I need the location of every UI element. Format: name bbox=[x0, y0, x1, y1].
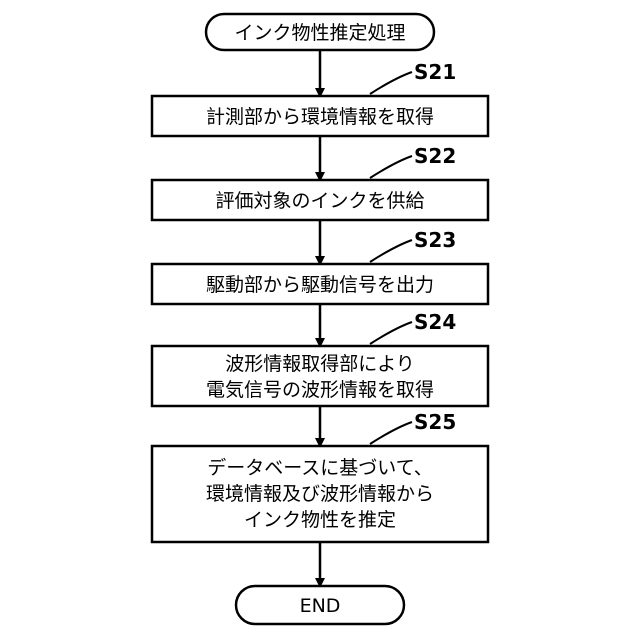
step-s23-leader bbox=[370, 240, 412, 262]
step-s21-text: 計測部から環境情報を取得 bbox=[206, 106, 434, 128]
end-label: END bbox=[300, 595, 341, 617]
step-s25-leader bbox=[370, 422, 412, 444]
step-s24-text-line2: 電気信号の波形情報を取得 bbox=[206, 379, 434, 401]
start-terminal: インク物性推定処理 bbox=[206, 14, 434, 50]
step-s24-text-line1: 波形情報取得部により bbox=[225, 353, 415, 375]
step-s22-leader bbox=[370, 156, 412, 178]
step-s24-leader bbox=[370, 322, 412, 344]
step-s25-text-line1: データベースに基づいて、 bbox=[207, 457, 433, 479]
step-s23-text: 駆動部から駆動信号を出力 bbox=[206, 274, 434, 296]
step-s21-leader bbox=[370, 72, 412, 94]
step-s25-text-line3: インク物性を推定 bbox=[244, 509, 396, 531]
step-s22-id: S22 bbox=[414, 144, 456, 168]
step-s25-id: S25 bbox=[414, 410, 456, 434]
step-s25-text-line2: 環境情報及び波形情報から bbox=[206, 483, 434, 505]
step-s23-id: S23 bbox=[414, 228, 456, 252]
step-s22-text: 評価対象のインクを供給 bbox=[215, 190, 424, 212]
step-s24-id: S24 bbox=[414, 310, 456, 334]
end-terminal: END bbox=[236, 586, 404, 624]
start-label: インク物性推定処理 bbox=[234, 22, 405, 44]
step-s21-id: S21 bbox=[414, 60, 456, 84]
